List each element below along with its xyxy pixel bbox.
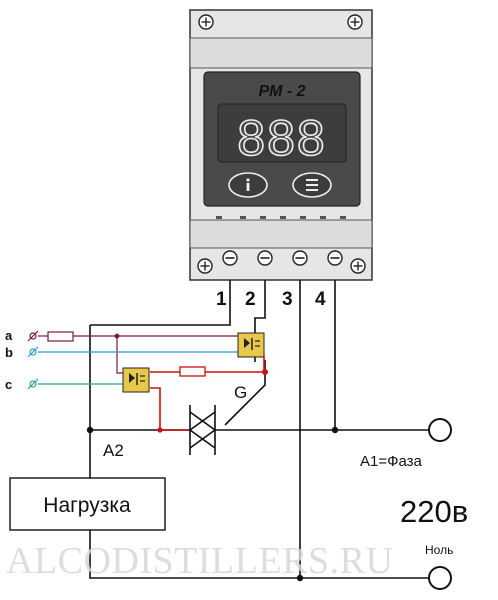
digit-screen [217,103,347,163]
terminal-2-screw-icon [257,250,273,266]
a1-phase-label: A1=Фаза [360,453,423,470]
terminal-label-4: 4 [315,289,326,310]
digit-readout: 888 [237,110,326,166]
black-wires [89,280,428,579]
relay-device: PM - 2 888 [189,9,373,281]
optocoupler-lower [122,367,150,393]
red-wires [150,355,265,431]
device-model-label: PM - 2 [258,83,305,100]
menu-icon [306,179,318,191]
terminal-label-1: 1 [216,289,227,310]
input-label-c: c [5,377,12,392]
menu-button[interactable] [292,172,332,198]
load-box [9,477,166,531]
input-label-b: b [5,345,13,360]
terminal-label-3: 3 [282,289,293,310]
load-label: Нагрузка [43,494,131,517]
bottom-right-screw-icon [350,258,366,274]
phase-terminal-icon [428,418,452,442]
top-left-screw-icon [198,14,214,30]
watermark-text: ALCODISTILLERS.RU [6,540,393,582]
info-icon [246,178,250,191]
resistor-gate [179,366,206,377]
input-label-a: a [5,328,13,343]
neutral-label: Ноль [425,543,453,557]
info-button[interactable] [228,172,268,198]
voltage-label: 220в [400,494,468,529]
terminal-4-screw-icon [327,250,343,266]
input-b-switch-icon [27,346,39,358]
terminal-3-screw-icon [292,250,308,266]
terminal-1-screw-icon [222,250,238,266]
gate-label: G [234,383,247,402]
input-a-switch-icon [27,330,39,342]
resistor-a [47,331,74,342]
bottom-left-screw-icon [197,258,213,274]
top-right-screw-icon [347,14,363,30]
terminal-label-2: 2 [245,289,256,310]
triac-icon [188,405,217,455]
optocoupler-upper [237,332,265,358]
neutral-terminal-icon [428,566,452,590]
vent-row [216,216,346,219]
a2-label: A2 [103,441,124,460]
input-c-switch-icon [27,378,39,390]
junction-dots [86,426,339,582]
